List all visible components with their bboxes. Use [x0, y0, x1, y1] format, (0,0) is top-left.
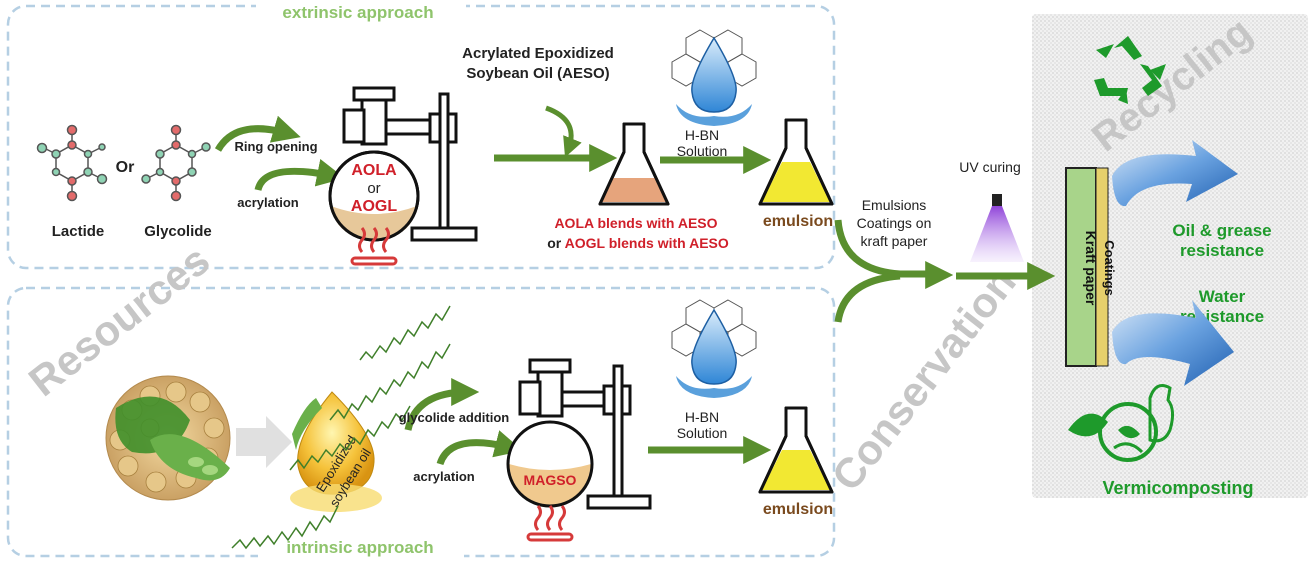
kraft-paper — [1065, 167, 1097, 367]
glycolide-molecule-icon — [141, 124, 211, 202]
acrylation-label-top: acrylation — [237, 195, 298, 210]
emulsion-flask-icon-bottom — [758, 406, 834, 494]
blend1-aola: AOLA — [554, 215, 594, 231]
aeso-arrow — [545, 105, 582, 158]
flask-or-label: or — [367, 180, 380, 197]
merge-label-line1: Emulsions — [862, 197, 927, 213]
reaction-flask-icon — [328, 86, 478, 266]
merge-arrow-bottom — [834, 272, 901, 323]
blend1-mid: blends with — [594, 215, 678, 231]
intrinsic-title: intrinsic approach — [286, 538, 433, 557]
merge-label-line3: kraft paper — [861, 233, 928, 249]
flask-aola-label: AOLA — [351, 162, 397, 179]
or-label: Or — [116, 159, 135, 176]
glycolide-addition-label: glycolide addition — [399, 410, 510, 425]
blend2-or: or — [547, 235, 564, 251]
hbn-droplet-icon-bottom — [671, 299, 757, 398]
acrylation-label-bottom: acrylation — [413, 469, 474, 484]
oil-droplet-icon — [290, 391, 382, 512]
extrinsic-title: extrinsic approach — [282, 3, 433, 22]
emulsion-flask-icon-top — [758, 118, 834, 206]
oil-grease-arrow-icon — [1112, 140, 1238, 207]
soybean-icon — [105, 375, 231, 501]
water-arrow-icon — [1112, 300, 1234, 386]
svg-text:AOLA blends with AESO: AOLA blends with AESO — [554, 215, 717, 231]
aeso-label-line1: Acrylated Epoxidized — [462, 45, 614, 62]
merge-label-line2: Coatings on — [857, 215, 932, 231]
coating-layer — [1095, 167, 1109, 367]
glycolide-label: Glycolide — [144, 223, 212, 240]
vermicomposting-icon — [1068, 384, 1175, 462]
oil-grease-line1: Oil & grease — [1172, 221, 1271, 240]
flask-aogl-label: AOGL — [351, 198, 397, 215]
vermicomposting-label: Vermicomposting — [1102, 478, 1253, 498]
magso-label: MAGSO — [524, 472, 577, 488]
recycling-panel — [1032, 14, 1308, 498]
blend2-mid: blends with — [605, 235, 689, 251]
hbn-top-line1: H-BN — [685, 127, 719, 143]
hbn-droplet-icon-top — [671, 29, 757, 126]
water-line1: Water — [1199, 287, 1246, 306]
aeso-label-line2: Soybean Oil (AESO) — [466, 65, 609, 82]
kraft-label: Kraft paper — [1083, 231, 1099, 306]
blend2-aogl: AOGL — [565, 235, 606, 251]
fatty-acid-chains — [231, 305, 451, 550]
blend1-aeso: AESO — [678, 215, 718, 231]
emulsion-label-bottom: emulsion — [763, 501, 833, 518]
uv-lamp-icon — [970, 194, 1024, 262]
ring-opening-arrow — [214, 115, 301, 152]
reaction-flask-icon-bottom — [506, 358, 652, 542]
soy-to-oil-arrow — [236, 416, 292, 468]
ring-opening-label: Ring opening — [234, 139, 317, 154]
glycolide-addition-arrow — [404, 378, 480, 431]
lactide-label: Lactide — [52, 223, 105, 240]
oil-grease-line2: resistance — [1180, 241, 1264, 260]
lactide-molecule-icon — [36, 124, 108, 202]
coatings-label: Coatings — [1102, 240, 1117, 296]
uv-curing-label: UV curing — [959, 159, 1020, 175]
blend2-aeso: AESO — [689, 235, 729, 251]
svg-text:or AOGL blends with AESO: or AOGL blends with AESO — [547, 235, 729, 251]
acrylation-arrow-bottom — [436, 430, 523, 466]
hbn-top-line2: Solution — [677, 143, 728, 159]
blend-flask-icon — [598, 122, 670, 206]
hbn-bottom-line1: H-BN — [685, 409, 719, 425]
recycle-icon — [1094, 36, 1166, 104]
blend-text: AOLA blends with AESO or AOGL blends wit… — [547, 215, 729, 251]
hbn-bottom-line2: Solution — [677, 425, 728, 441]
emulsion-label-top: emulsion — [763, 213, 833, 230]
acrylation-arrow-top — [254, 158, 345, 192]
